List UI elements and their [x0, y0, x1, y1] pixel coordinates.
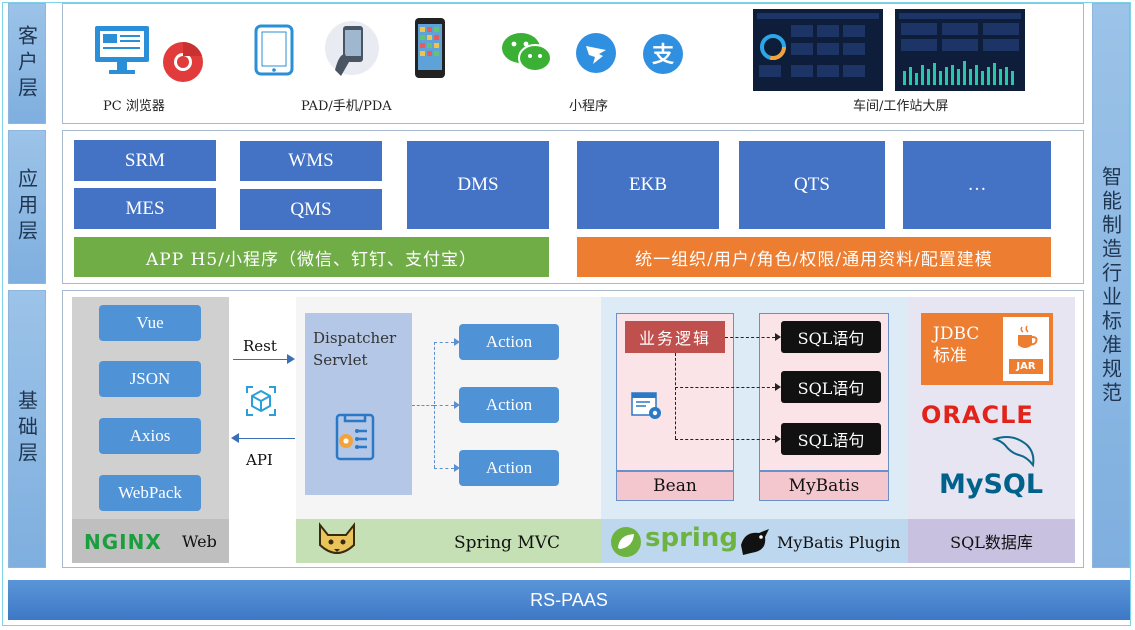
cube-network-icon — [246, 386, 276, 416]
module-mes: MES — [74, 188, 216, 229]
layer-label-base: 基础层 — [8, 290, 46, 568]
dolphin-icon — [991, 436, 1035, 468]
sql-connector-2 — [675, 387, 775, 388]
business-logic-box: 业务逻辑 — [625, 321, 725, 353]
oracle-logo: ORACLE — [921, 401, 1034, 429]
pad-phone-label: PAD/手机/PDA — [301, 99, 392, 114]
sql-connector-3 — [675, 439, 775, 440]
dispatcher-connector — [412, 405, 434, 406]
bean-config-icon — [631, 392, 661, 419]
api-label: API — [246, 451, 273, 469]
rs-paas-footer: RS-PAAS — [8, 580, 1130, 620]
layer-label-standard-text: 智能制造行业标准规范 — [1098, 165, 1123, 406]
browser-icon — [163, 42, 203, 82]
sql-statement-1: SQL语句 — [781, 321, 881, 353]
action-connector-1 — [434, 342, 454, 343]
unified-org-bar: 统一组织/用户/角色/权限/通用资料/配置建模 — [577, 237, 1051, 277]
sql-connector-1 — [725, 337, 775, 338]
action-pill-3: Action — [459, 450, 559, 486]
smartphone-icon — [415, 18, 445, 78]
mini-program-label: 小程序 — [569, 99, 609, 114]
jar-label: JAR — [1009, 359, 1043, 374]
layer-label-client: 客户层 — [8, 3, 46, 124]
dashboard-screen-1-icon — [753, 9, 883, 91]
action-arrowhead-3 — [454, 464, 460, 472]
module-wms: WMS — [240, 141, 382, 181]
jdbc-label: JDBC 标准 — [933, 324, 980, 366]
module-srm: SRM — [74, 140, 216, 181]
layer-label-app: 应用层 — [8, 130, 46, 284]
dispatcher-servlet-label: Dispatcher Servlet — [313, 329, 397, 369]
sql-arrowhead-2 — [775, 383, 781, 391]
layer-label-base-text: 基础层 — [14, 390, 39, 468]
web-label: Web — [182, 532, 217, 551]
action-pill-1: Action — [459, 324, 559, 360]
client-panel: PC 浏览器 PAD/手机/PDA 支 小程序 — [62, 3, 1084, 124]
action-arrowhead-2 — [454, 401, 460, 409]
sql-database-label: SQL数据库 — [908, 519, 1075, 563]
rest-label: Rest — [243, 337, 277, 355]
java-cup-icon — [1018, 325, 1038, 348]
module-qts: QTS — [739, 141, 885, 229]
layer-label-client-text: 客户层 — [14, 24, 39, 103]
sql-arrowhead-3 — [775, 435, 781, 443]
json-pill: JSON — [99, 361, 201, 397]
module-dms: DMS — [407, 141, 549, 229]
mybatis-plugin-label: MyBatis Plugin — [777, 533, 901, 552]
dingtalk-icon — [576, 33, 616, 73]
action-arrowhead-1 — [454, 338, 460, 346]
workshop-screen-label: 车间/工作站大屏 — [853, 99, 949, 114]
mybatis-bird-icon — [741, 529, 769, 555]
mysql-logo-text: MySQL — [939, 469, 1044, 500]
spring-leaf-icon — [611, 527, 641, 557]
layer-label-app-text: 应用层 — [14, 168, 39, 246]
spring-mybatis-strip: spring MyBatis Plugin — [601, 519, 908, 563]
sql-connector-vertical — [675, 353, 676, 439]
app-h5-bar: APP H5/小程序（微信、钉钉、支付宝） — [74, 237, 549, 277]
nginx-logo: NGINX — [84, 530, 162, 554]
pc-monitor-icon — [95, 26, 149, 74]
servlet-config-icon — [335, 413, 375, 461]
hand-phone-icon — [325, 21, 379, 76]
vue-pill: Vue — [99, 305, 201, 341]
action-connector-3 — [434, 468, 454, 469]
pc-browser-label: PC 浏览器 — [103, 99, 165, 114]
dispatcher-servlet-box: Dispatcher Servlet — [305, 313, 412, 495]
dashboard-screen-2-icon — [895, 9, 1025, 91]
spring-logo: spring — [645, 523, 738, 553]
axios-pill: Axios — [99, 418, 201, 454]
module-ekb: EKB — [577, 141, 719, 229]
module-qms: QMS — [240, 189, 382, 230]
nginx-web-strip: NGINX Web — [72, 519, 229, 563]
app-panel: SRM MES WMS QMS DMS EKB QTS … APP H5/小程序… — [62, 130, 1084, 284]
api-arrowhead — [231, 433, 239, 443]
rest-arrow-line — [233, 359, 287, 360]
tomcat-icon — [319, 522, 355, 554]
sql-arrowhead-1 — [775, 333, 781, 341]
rest-arrowhead — [287, 354, 295, 364]
jdbc-box: JDBC 标准 JAR — [921, 313, 1053, 385]
base-panel: Vue JSON Axios WebPack NGINX Web Rest AP… — [62, 290, 1084, 568]
tablet-icon — [254, 24, 294, 76]
mysql-logo: MySQL — [939, 469, 1043, 500]
svg-text:支: 支 — [652, 43, 675, 68]
api-arrow-line — [239, 438, 295, 439]
bean-label: Bean — [616, 471, 734, 501]
spring-mvc-strip: Spring MVC — [296, 519, 601, 563]
action-connector-2 — [434, 405, 454, 406]
action-pill-2: Action — [459, 387, 559, 423]
alipay-icon: 支 — [643, 34, 683, 74]
sql-statement-2: SQL语句 — [781, 371, 881, 403]
layer-label-standard: 智能制造行业标准规范 — [1092, 3, 1130, 568]
sql-statement-3: SQL语句 — [781, 423, 881, 455]
jar-file-icon: JAR — [1003, 317, 1049, 381]
module-more: … — [903, 141, 1051, 229]
wechat-icon — [502, 33, 552, 72]
spring-mvc-label: Spring MVC — [454, 533, 561, 553]
mybatis-label: MyBatis — [759, 471, 889, 501]
webpack-pill: WebPack — [99, 475, 201, 511]
